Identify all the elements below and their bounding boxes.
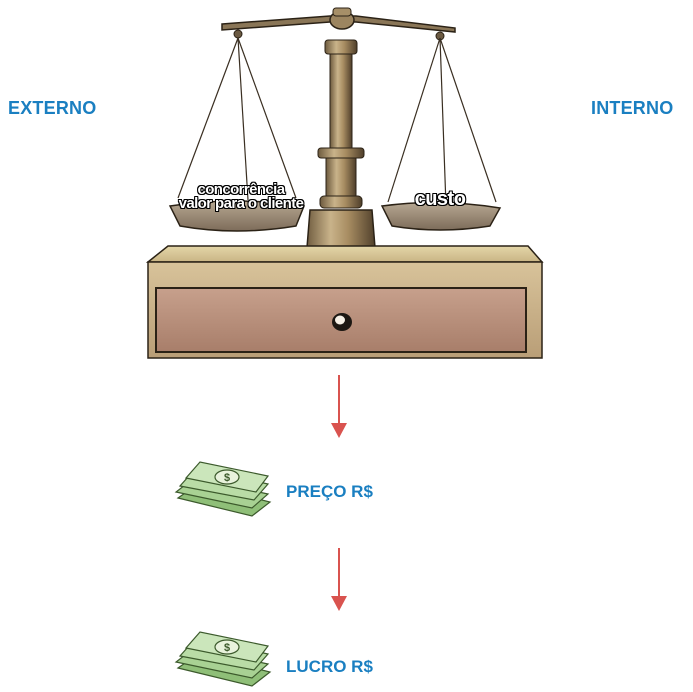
external-label: EXTERNO xyxy=(8,98,97,118)
svg-text:$: $ xyxy=(224,642,230,654)
svg-text:$: $ xyxy=(224,472,230,484)
left-pan-label: concorrência valor para o cliente xyxy=(158,181,324,212)
left-pan-line-2: valor para o cliente xyxy=(178,195,304,212)
left-pan-line-1: concorrência xyxy=(197,181,285,198)
arrow-down-icon xyxy=(331,548,347,611)
price-label: PREÇO R$ xyxy=(286,482,373,501)
internal-label: INTERNO xyxy=(591,98,674,118)
profit-label: LUCRO R$ xyxy=(286,657,373,676)
arrow-down-icon xyxy=(331,375,347,438)
money-stack-icon: $ xyxy=(174,631,272,687)
money-stack-icon: $ xyxy=(174,461,272,517)
right-pan-label: custo xyxy=(414,188,466,210)
balance-scale-icon xyxy=(145,7,544,359)
